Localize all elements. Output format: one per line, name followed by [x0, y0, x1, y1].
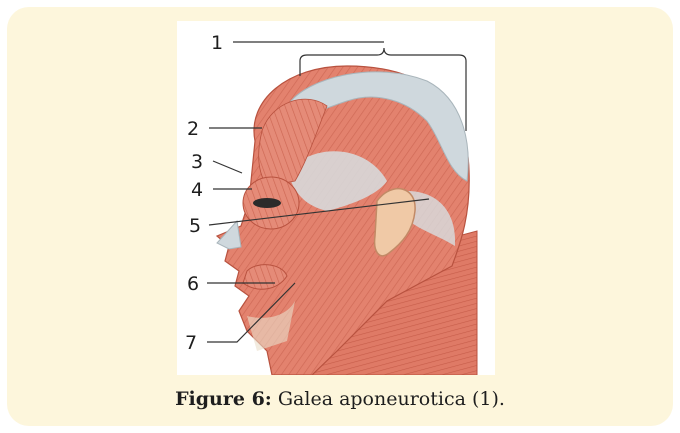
callout-4: 4: [191, 179, 203, 201]
caption-text: Galea aponeurotica (1).: [278, 388, 505, 410]
head-muscles-illustration: 1 2 3 4 5 6 7: [177, 21, 495, 375]
callout-1: 1: [211, 32, 223, 54]
callout-5: 5: [189, 215, 201, 237]
callout-6: 6: [187, 273, 199, 295]
callout-3: 3: [191, 151, 203, 173]
callout-7: 7: [185, 332, 197, 354]
callout-2: 2: [187, 118, 199, 140]
figure-caption: Figure 6: Galea aponeurotica (1).: [0, 388, 680, 410]
figure-image: 1 2 3 4 5 6 7: [177, 21, 495, 375]
caption-label: Figure 6:: [175, 388, 272, 410]
eye: [253, 198, 281, 208]
